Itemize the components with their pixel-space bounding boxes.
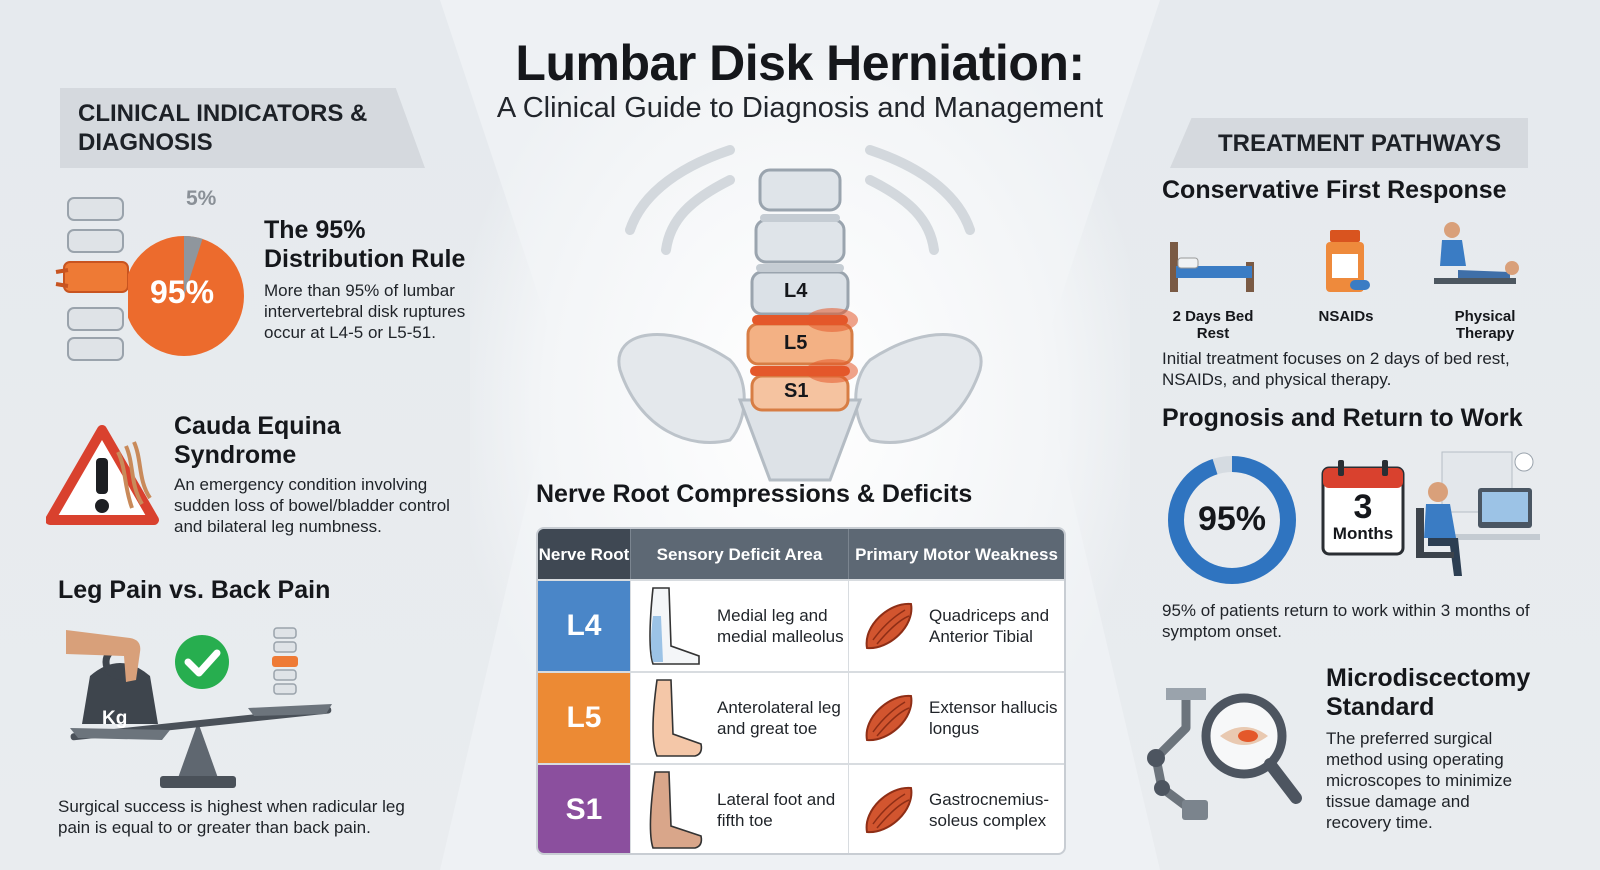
table-cell-root: S1 <box>538 765 630 853</box>
nerve-root-table: Nerve Root Sensory Deficit Area Primary … <box>536 527 1066 855</box>
table-heading: Nerve Root Compressions & Deficits <box>536 480 973 508</box>
microdiscectomy-text: The preferred surgical method using oper… <box>1326 729 1513 832</box>
motor-text: Gastrocnemius-soleus complex <box>929 790 1049 830</box>
microdiscectomy-heading: Microdiscectomy Standard <box>1326 664 1531 721</box>
distribution-pie-chart <box>128 236 244 356</box>
sensory-text: Anterolateral leg and great toe <box>717 698 841 738</box>
conservative-heading: Conservative First Response <box>1162 176 1507 204</box>
table-cell-sensory: Anterolateral leg and great toe <box>630 673 848 763</box>
table-cell-root: L4 <box>538 581 630 671</box>
weight-label: Kg <box>102 708 128 729</box>
pie-minor-slice <box>184 236 203 296</box>
leg-vs-back-text: Surgical success is highest when radicul… <box>58 797 405 837</box>
spine-label-l4: L4 <box>784 280 808 302</box>
table-header-row: Nerve Root Sensory Deficit Area Primary … <box>538 529 1064 579</box>
balance-scale-icon <box>66 627 332 788</box>
muscle-icon <box>865 602 913 650</box>
return-to-work-ring <box>1168 456 1296 584</box>
foot-lateral-icon <box>649 771 703 849</box>
muscle-icon <box>865 694 913 742</box>
calendar-number: 3 <box>1353 488 1373 526</box>
treatment-pathways-banner-text: TREATMENT PATHWAYS <box>1218 130 1502 157</box>
warning-triangle-icon <box>46 425 159 525</box>
table-header-motor: Primary Motor Weakness <box>848 529 1064 579</box>
table-cell-root: L5 <box>538 673 630 763</box>
table-cell-sensory: Lateral foot and fifth toe <box>630 765 848 853</box>
distribution-rule-text: More than 95% of lumbar intervertebral d… <box>264 281 466 342</box>
calendar-unit: Months <box>1332 524 1394 543</box>
prognosis-text: 95% of patients return to work within 3 … <box>1162 601 1530 641</box>
sensory-text: Medial leg and medial malleolus <box>717 606 844 646</box>
table-row: L4 Medial leg and medial malleolus Quadr… <box>538 579 1064 671</box>
table-cell-motor: Extensor hallucis longus <box>848 673 1064 763</box>
lumbar-spine-illustration <box>617 145 983 482</box>
pill-bottle-icon <box>1326 230 1370 292</box>
bed-icon <box>1170 242 1254 292</box>
cauda-equina-text: An emergency condition involving sudden … <box>174 475 450 536</box>
clinical-indicators-banner-text: CLINICAL INDICATORS & DIAGNOSIS <box>78 100 368 156</box>
distribution-rule-heading: The 95% Distribution Rule <box>264 216 466 273</box>
muscle-icon <box>865 786 913 834</box>
nsaids-label: NSAIDs <box>1318 308 1374 325</box>
calendar-icon <box>1321 460 1405 556</box>
prognosis-heading: Prognosis and Return to Work <box>1162 404 1523 432</box>
page-subtitle: A Clinical Guide to Diagnosis and Manage… <box>496 92 1104 124</box>
pie-minor-label: 5% <box>186 187 217 210</box>
table-header-sensory: Sensory Deficit Area <box>630 529 848 579</box>
spine-label-s1: S1 <box>784 380 809 402</box>
clinical-indicators-banner: CLINICAL INDICATORS & DIAGNOSIS <box>60 88 425 168</box>
table-header-root: Nerve Root <box>538 529 630 579</box>
foot-great-toe-icon <box>652 679 703 757</box>
table-cell-motor: Quadriceps and Anterior Tibial <box>848 581 1064 671</box>
page-title: Lumbar Disk Herniation: <box>515 35 1085 91</box>
cauda-equina-heading: Cauda Equina Syndrome <box>174 412 341 469</box>
physical-therapy-label: Physical Therapy <box>1454 308 1516 342</box>
office-worker-icon <box>1416 451 1540 576</box>
spine-label-l5: L5 <box>784 332 808 354</box>
bed-rest-label: 2 Days Bed Rest <box>1172 308 1254 342</box>
table-cell-sensory: Medial leg and medial malleolus <box>630 581 848 671</box>
surgical-microscope-icon <box>1147 688 1302 820</box>
motor-text: Extensor hallucis longus <box>929 698 1058 738</box>
ring-percentage-label: 95% <box>1197 500 1267 538</box>
table-row: S1 Lateral foot and fifth toe Gastrocnem… <box>538 763 1064 853</box>
physical-therapy-icon <box>1434 222 1519 284</box>
sensory-text: Lateral foot and fifth toe <box>717 790 836 830</box>
leg-vs-back-heading: Leg Pain vs. Back Pain <box>58 576 331 604</box>
motor-text: Quadriceps and Anterior Tibial <box>929 606 1050 646</box>
spine-segment-icon <box>55 197 129 361</box>
table-row: L5 Anterolateral leg and great toe Exten… <box>538 671 1064 763</box>
treatment-pathways-banner: TREATMENT PATHWAYS <box>1170 118 1528 168</box>
conservative-text: Initial treatment focuses on 2 days of b… <box>1162 349 1510 389</box>
table-cell-motor: Gastrocnemius-soleus complex <box>848 765 1064 853</box>
pie-major-label: 95% <box>150 274 215 310</box>
leg-medial-icon <box>649 587 700 665</box>
